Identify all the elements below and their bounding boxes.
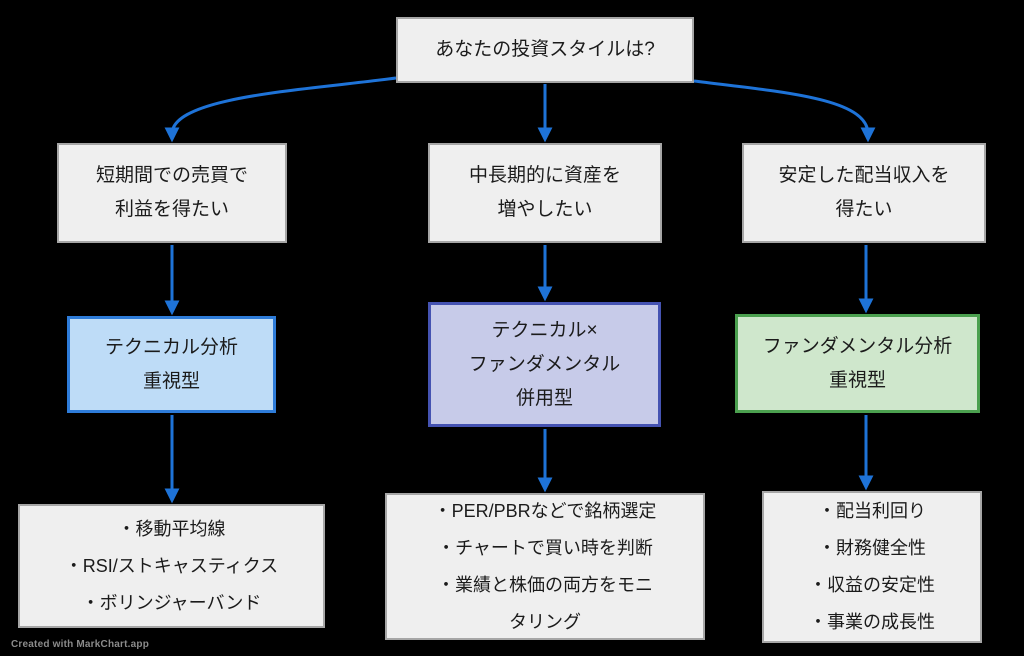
details-node-fundamental: ・配当利回り ・財務健全性 ・収益の安定性 ・事業の成長性 xyxy=(762,491,982,643)
style-line: テクニカル× xyxy=(491,319,598,341)
detail-line: ・事業の成長性 xyxy=(809,612,935,632)
detail-line: ・PER/PBRなどで銘柄選定 xyxy=(433,500,657,521)
condition-node-short-term: 短期間での売買で 利益を得たい xyxy=(57,143,287,243)
detail-line: ・RSI/ストキャスティクス xyxy=(64,555,279,576)
condition-line: 得たい xyxy=(835,199,893,220)
condition-line: 安定した配当収入を xyxy=(778,165,950,186)
detail-line: ・配当利回り xyxy=(818,501,926,521)
condition-line: 利益を得たい xyxy=(114,199,229,220)
style-node-combined: テクニカル× ファンダメンタル 併用型 xyxy=(428,302,661,427)
detail-line: ・業績と株価の両方をモニ xyxy=(437,574,653,595)
condition-line: 増やしたい xyxy=(497,199,593,220)
root-question-label: あなたの投資スタイルは? xyxy=(435,39,655,60)
detail-line: タリング xyxy=(509,611,581,632)
detail-line: ・ボリンジャーバンド xyxy=(81,592,262,613)
style-line: ファンダメンタル xyxy=(468,353,621,375)
detail-line: ・チャートで買い時を判断 xyxy=(437,537,653,558)
details-node-combined: ・PER/PBRなどで銘柄選定 ・チャートで買い時を判断 ・業績と株価の両方をモ… xyxy=(385,493,705,640)
condition-node-dividend: 安定した配当収入を 得たい xyxy=(742,143,986,243)
condition-node-mid-long-term: 中長期的に資産を 増やしたい xyxy=(428,143,662,243)
style-line: 重視型 xyxy=(828,369,886,391)
root-question-node: あなたの投資スタイルは? xyxy=(396,17,694,83)
style-line: テクニカル分析 xyxy=(104,336,238,358)
style-line: 重視型 xyxy=(142,370,200,392)
condition-line: 短期間での売買で xyxy=(95,165,248,186)
style-line: ファンダメンタル分析 xyxy=(762,335,953,357)
condition-line: 中長期的に資産を xyxy=(468,165,621,186)
style-node-fundamental: ファンダメンタル分析 重視型 xyxy=(735,314,980,413)
watermark: Created with MarkChart.app xyxy=(11,639,150,650)
style-node-technical: テクニカル分析 重視型 xyxy=(67,316,276,413)
detail-line: ・収益の安定性 xyxy=(809,575,935,595)
details-node-technical: ・移動平均線 ・RSI/ストキャスティクス ・ボリンジャーバンド xyxy=(18,504,325,628)
detail-line: ・財務健全性 xyxy=(818,538,926,558)
arrow-root-to-left-condition xyxy=(164,76,397,143)
arrow-root-to-right-condition xyxy=(693,79,876,143)
style-line: 併用型 xyxy=(515,387,573,409)
detail-line: ・移動平均線 xyxy=(117,518,226,539)
